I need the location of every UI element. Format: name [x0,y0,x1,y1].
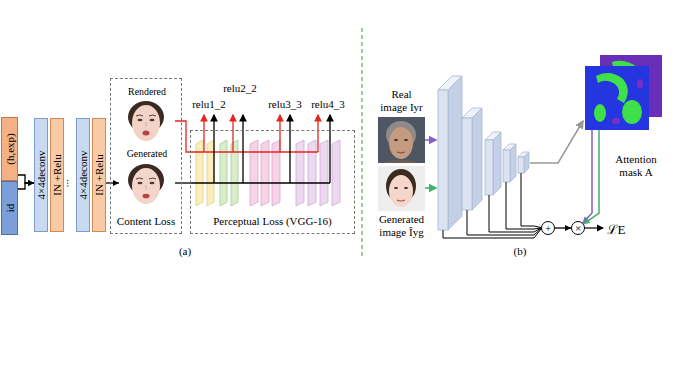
input-box: id [1,181,18,235]
real-photo [378,117,425,163]
connector [584,130,599,224]
input-box: (h,exp) [1,117,18,181]
photo-image: Generated image Îyg [378,166,425,211]
connector [555,225,571,231]
node-text: Generated [119,147,175,160]
node-text: Real image Iyr [377,88,426,114]
connector-line [175,121,190,152]
loss-group: Content Loss RenderedGenerated [110,78,182,234]
separator-line [362,28,363,258]
node-text: × [572,222,584,235]
generated-photo [378,166,425,211]
arrow-head [584,218,591,224]
attention-mask [585,55,662,130]
text-label: relu3_3 [268,98,302,111]
node-text: Attention mask A [607,153,665,179]
product-circle: × [571,221,585,235]
loss-arrow [585,227,603,228]
connector [175,121,190,152]
text-label: (b) [514,245,527,258]
generated-face [128,164,164,204]
input-arrow [425,139,436,141]
connector-line [584,130,599,224]
connector [106,180,119,186]
mask-arrow [530,121,583,163]
deconv-layer: 4×4deconv [76,118,90,232]
text-label: ... [64,179,77,187]
skip-lines [443,173,541,238]
mask-image: Attention mask A [585,55,665,130]
node-text: Rendered [119,85,175,98]
input-arrow [425,187,436,189]
node-text: IN +Relu [93,154,106,195]
connector [583,130,592,223]
text-label: relu2_2 [223,82,257,95]
loss-group: Perceptual Loss (VGG-16) [190,130,355,234]
norm-layer: IN +Relu [50,118,64,232]
face-image: Rendered [119,85,175,145]
text-label: ℒE [607,222,626,237]
connector-line [175,182,190,183]
text-label: relu1_2 [192,98,226,111]
rendered-face [128,101,164,141]
norm-layer: IN +Relu [92,118,106,232]
connector-line [583,130,592,223]
face-image: Generated [119,147,175,209]
text-label: (a) [179,245,191,258]
node-text: Content Loss [111,215,181,228]
connector [18,180,34,189]
connector [175,183,190,184]
node-text: id [3,204,16,213]
node-text: (h,exp) [3,133,16,164]
node-text: Generated image Îyg [375,213,428,239]
node-text: + [542,222,554,235]
sum-circle: + [541,221,555,235]
node-text: Perceptual Loss (VGG-16) [191,215,354,228]
deconv-layer: 4×4deconv [34,118,48,232]
node-text: IN +Relu [51,154,64,195]
connector [18,175,34,186]
text-label: relu4_3 [311,98,345,111]
feature-taps [190,115,330,183]
arrow-head [113,180,119,186]
node-text: 4×4deconv [77,151,90,200]
discriminator-network [438,76,529,230]
photo-image: Real image Iyr [378,117,425,163]
node-text: 4×4deconv [35,151,48,200]
